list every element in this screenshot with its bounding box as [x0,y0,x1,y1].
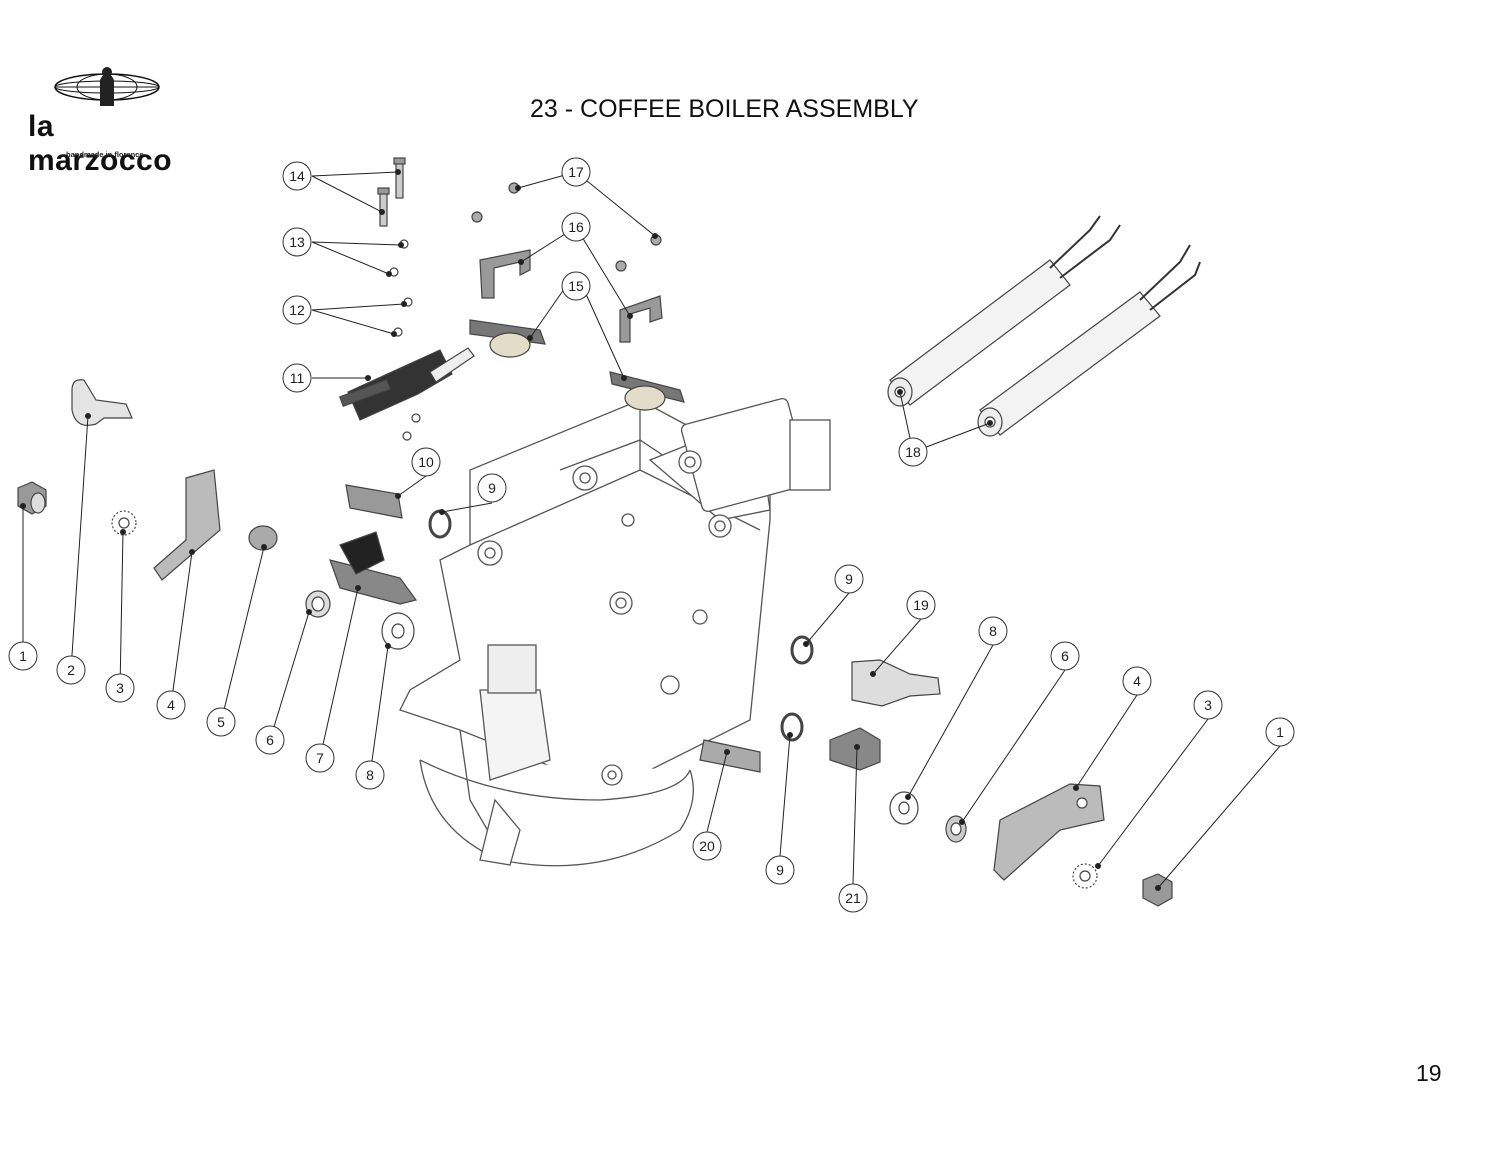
callout-18: 18 [898,437,928,467]
callout-8-right: 8 [978,616,1008,646]
callout-19: 19 [906,590,936,620]
callout-3-right: 3 [1193,690,1223,720]
callout-4-right: 4 [1122,666,1152,696]
page-number: 19 [1416,1060,1442,1086]
svg-text:10: 10 [418,454,434,470]
svg-text:15: 15 [568,278,584,294]
svg-text:5: 5 [217,714,225,730]
callout-16: 16 [561,212,591,242]
svg-text:6: 6 [266,732,274,748]
svg-text:2: 2 [67,662,75,678]
page-title: 23 - COFFEE BOILER ASSEMBLY [530,95,919,123]
callout-1-left: 1 [8,641,38,671]
clamp-16-top [479,249,531,299]
callout-20: 20 [692,831,722,861]
callout-8-left: 8 [355,760,385,790]
svg-text:13: 13 [289,234,305,250]
svg-text:12: 12 [289,302,305,318]
svg-text:1: 1 [1276,724,1284,740]
callout-4-left: 4 [156,690,186,720]
svg-text:8: 8 [989,623,997,639]
callout-7: 7 [305,743,335,773]
svg-text:9: 9 [776,862,784,878]
callout-10: 10 [411,447,441,477]
svg-text:17: 17 [568,164,584,180]
callout-9-top: 9 [477,473,507,503]
svg-text:18: 18 [905,444,921,460]
callout-13: 13 [282,227,312,257]
svg-text:3: 3 [116,680,124,696]
valve-7 [329,559,418,605]
svg-text:19: 19 [913,597,929,613]
callout-21: 21 [838,883,868,913]
svg-text:4: 4 [1133,673,1141,689]
callout-12: 12 [282,295,312,325]
o-ring-9-low [780,712,804,742]
boiler-body [399,397,831,867]
micro-switch-11 [347,349,453,421]
svg-text:7: 7 [316,750,324,766]
svg-text:21: 21 [845,890,861,906]
bracket-left [153,469,221,581]
callout-2: 2 [56,655,86,685]
callout-badges: 1 2 3 4 5 6 7 8 8 9 10 11 12 13 14 15 16… [8,157,1295,913]
svg-text:3: 3 [1204,697,1212,713]
globe-emblem-icon [54,67,160,106]
callout-14: 14 [282,161,312,191]
screw-14 [395,159,404,199]
pin-20 [699,739,761,773]
clamp-16-bottom [619,295,663,343]
callout-9-low: 9 [765,855,795,885]
callout-17: 17 [561,157,591,187]
svg-text:6: 6 [1061,648,1069,664]
svg-text:16: 16 [568,219,584,235]
svg-text:4: 4 [167,697,175,713]
brand-name: la marzocco [28,110,173,177]
bracket-right [993,783,1105,881]
callout-1-right: 1 [1265,717,1295,747]
svg-text:11: 11 [290,370,305,386]
svg-text:8: 8 [366,767,374,783]
svg-text:14: 14 [289,168,305,184]
callout-6-left: 6 [255,725,285,755]
callout-9-mid: 9 [834,564,864,594]
brand-tagline: handmade in florence [66,150,144,159]
barb-fitting-left [71,379,133,426]
callout-3-left: 3 [105,673,135,703]
svg-text:9: 9 [845,571,853,587]
svg-text:9: 9 [488,480,496,496]
parts-group [17,157,1201,907]
callout-15: 15 [561,271,591,301]
brand-logo: la marzocco handmade in florence [12,62,202,177]
callout-6-right: 6 [1050,641,1080,671]
fitting-19 [851,659,941,707]
fitting-10 [345,484,403,519]
callout-5: 5 [206,707,236,737]
svg-text:1: 1 [19,648,27,664]
o-ring-9-top [428,509,452,539]
svg-text:20: 20 [699,838,715,854]
callout-11: 11 [282,363,312,393]
